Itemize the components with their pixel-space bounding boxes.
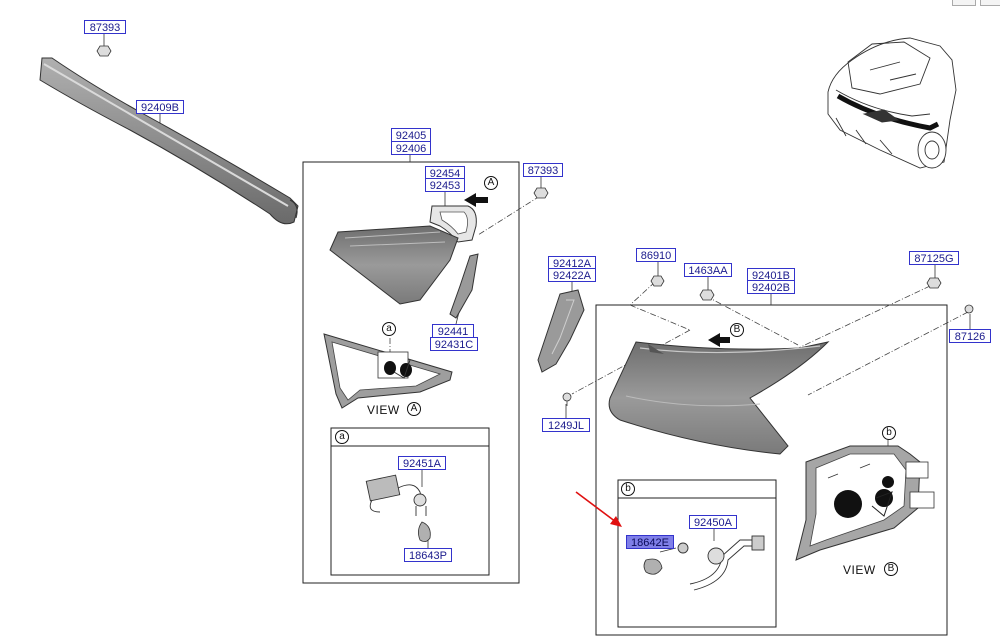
- part-92412A[interactable]: 92412A: [548, 256, 596, 270]
- top-control-left[interactable]: [952, 0, 976, 6]
- view-b-caption: VIEW: [843, 563, 876, 577]
- callout-A-top: A: [484, 176, 498, 190]
- part-18642E[interactable]: 18642E: [626, 535, 674, 549]
- view-a-housing: [323, 333, 453, 409]
- reflector-strip: [449, 253, 479, 319]
- part-92431C[interactable]: 92431C: [430, 337, 478, 351]
- part-92451A[interactable]: 92451A: [398, 456, 446, 470]
- vehicle-location-sketch: [827, 37, 957, 169]
- view-b-caption-letter: B: [884, 562, 898, 576]
- garnish-bar: [39, 57, 299, 225]
- part-87393-top[interactable]: 87393: [84, 20, 126, 34]
- socket-wire-a: [365, 474, 427, 516]
- part-92409B[interactable]: 92409B: [136, 100, 184, 114]
- view-a-caption: VIEW: [367, 403, 400, 417]
- view-b-housing: [795, 445, 935, 561]
- part-1249JL[interactable]: 1249JL: [542, 418, 590, 432]
- view-a-caption-letter: A: [407, 402, 421, 416]
- callout-b-box: b: [621, 482, 635, 496]
- part-92422A[interactable]: 92422A: [548, 268, 596, 282]
- pointer-arrow: [575, 491, 622, 527]
- part-87126[interactable]: 87126: [949, 329, 991, 343]
- socket-wire-b: [659, 535, 765, 591]
- part-87393-mid[interactable]: 87393: [523, 163, 563, 177]
- part-87125G[interactable]: 87125G: [909, 251, 959, 265]
- part-92405[interactable]: 92405: [391, 128, 431, 142]
- callout-a-view: a: [382, 322, 396, 336]
- box-detail-a: [330, 427, 490, 576]
- part-92406[interactable]: 92406: [391, 141, 431, 155]
- callout-B-top: B: [730, 323, 744, 337]
- part-18643P[interactable]: 18643P: [404, 548, 452, 562]
- callout-b-view: b: [882, 426, 896, 440]
- bulb-18643p: [418, 521, 431, 542]
- bulb-18642e: [643, 558, 663, 575]
- outer-lamp: [608, 341, 830, 455]
- box-inner-lamp-group: [302, 161, 520, 584]
- part-92441[interactable]: 92441: [432, 324, 474, 338]
- part-92450A[interactable]: 92450A: [689, 515, 737, 529]
- part-92402B[interactable]: 92402B: [747, 280, 795, 294]
- box-outer-lamp-group: [595, 304, 948, 636]
- part-92453[interactable]: 92453: [425, 178, 465, 192]
- side-reflector: [537, 289, 585, 373]
- callout-a-box: a: [335, 430, 349, 444]
- part-1463AA[interactable]: 1463AA: [684, 263, 732, 277]
- part-86910[interactable]: 86910: [636, 248, 676, 262]
- nut-87393-top: [96, 45, 112, 57]
- top-control-right[interactable]: [980, 0, 1000, 6]
- box-detail-b: [617, 479, 777, 628]
